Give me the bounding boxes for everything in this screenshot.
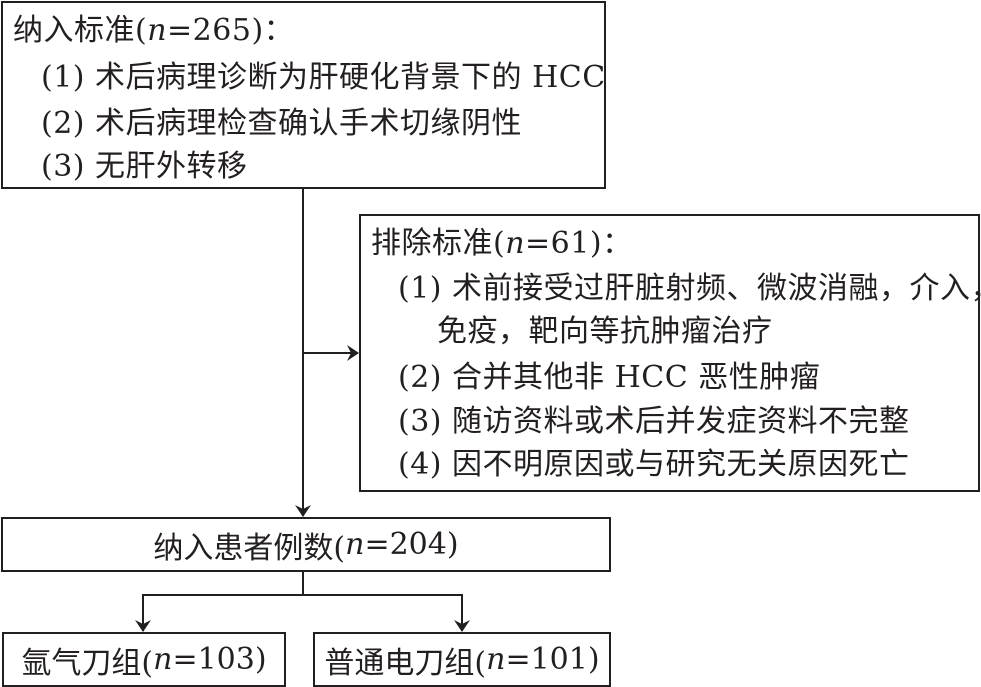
exclusion-item: (4) 因不明原因或与研究无关原因死亡 — [398, 447, 910, 483]
item-text: 无肝外转移 — [95, 149, 248, 184]
enrolled-n-label: n — [345, 527, 365, 562]
item-number: (2) — [41, 106, 85, 141]
group-n-label: n — [153, 642, 173, 677]
item-text: 随访资料或术后并发症资料不完整 — [452, 404, 910, 439]
exclusion-title-suffix: )： — [589, 226, 633, 261]
item-text: 术后病理检查确认手术切缘阴性 — [95, 106, 523, 141]
exclusion-item: (1) 术前接受过肝脏射频、微波消融，介入， — [398, 271, 981, 307]
item-text: 合并其他非 HCC 恶性肿瘤 — [452, 360, 821, 395]
item-text: 术后病理诊断为肝硬化背景下的 HCC — [95, 60, 606, 95]
group-n-label: n — [486, 642, 506, 677]
group-n-value: =101 — [505, 642, 588, 677]
enrolled-patients-box: 纳入患者例数(n=204) — [1, 517, 611, 572]
inclusion-criteria-box: 纳入标准(n=265)： (1) 术后病理诊断为肝硬化背景下的 HCC (2) … — [1, 1, 606, 189]
group-prefix: 普通电刀组( — [324, 645, 487, 681]
inclusion-title-suffix: )： — [251, 13, 295, 48]
item-number: (3) — [398, 404, 442, 439]
exclusion-title-prefix: 排除标准( — [371, 226, 506, 261]
argon-knife-group-box: 氩气刀组(n=103) — [2, 632, 286, 687]
group-n-value: =103 — [172, 642, 255, 677]
exclusion-criteria-box: 排除标准(n=61)： (1) 术前接受过肝脏射频、微波消融，介入， 免疫，靶向… — [359, 214, 981, 492]
item-number: (3) — [41, 149, 85, 184]
inclusion-n-value: =265 — [167, 13, 252, 48]
item-text: 因不明原因或与研究无关原因死亡 — [452, 447, 910, 482]
enrolled-prefix: 纳入患者例数( — [153, 530, 346, 566]
exclusion-item: (3) 随访资料或术后并发症资料不完整 — [398, 404, 910, 440]
inclusion-n-label: n — [147, 13, 168, 48]
inclusion-item: (3) 无肝外转移 — [41, 149, 248, 185]
item-number: (4) — [398, 447, 442, 482]
item-number: (2) — [398, 360, 442, 395]
item-text-continuation: 免疫，靶向等抗肿瘤治疗 — [437, 314, 773, 349]
group-prefix: 氩气刀组( — [21, 645, 154, 681]
inclusion-title-prefix: 纳入标准( — [13, 13, 148, 48]
exclusion-n-label: n — [505, 226, 526, 261]
electric-knife-group-box: 普通电刀组(n=101) — [313, 632, 611, 687]
group-suffix: ) — [254, 642, 267, 677]
group-suffix: ) — [587, 642, 600, 677]
enrolled-n-value: =204 — [364, 527, 447, 562]
exclusion-item: (2) 合并其他非 HCC 恶性肿瘤 — [398, 360, 820, 396]
inclusion-item: (2) 术后病理检查确认手术切缘阴性 — [41, 106, 522, 142]
item-text: 术前接受过肝脏射频、微波消融，介入， — [452, 271, 981, 306]
enrolled-suffix: ) — [446, 527, 459, 562]
exclusion-title: 排除标准(n=61)： — [371, 226, 633, 262]
inclusion-item: (1) 术后病理诊断为肝硬化背景下的 HCC — [41, 60, 606, 96]
exclusion-n-value: =61 — [525, 226, 590, 261]
item-number: (1) — [398, 271, 442, 306]
exclusion-item-continuation: 免疫，靶向等抗肿瘤治疗 — [437, 314, 773, 350]
item-number: (1) — [41, 60, 85, 95]
inclusion-title: 纳入标准(n=265)： — [13, 13, 294, 49]
